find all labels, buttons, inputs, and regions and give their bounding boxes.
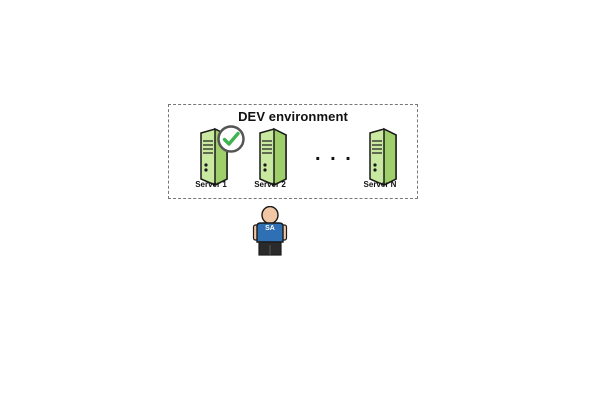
person-icon: SA: [252, 205, 288, 258]
server-tower-icon: [362, 127, 402, 187]
server-label: Server 2: [254, 180, 286, 189]
ellipsis: . . .: [315, 143, 353, 165]
environment-title: DEV environment: [238, 109, 348, 124]
server-label: Server 1: [195, 180, 227, 189]
environment-box: DEV environment: [168, 104, 418, 199]
server-tower-icon: [252, 127, 292, 187]
server-label: Server N: [363, 180, 397, 189]
checkmark-circle-icon: [216, 124, 246, 154]
person-badge-text: SA: [265, 225, 275, 232]
